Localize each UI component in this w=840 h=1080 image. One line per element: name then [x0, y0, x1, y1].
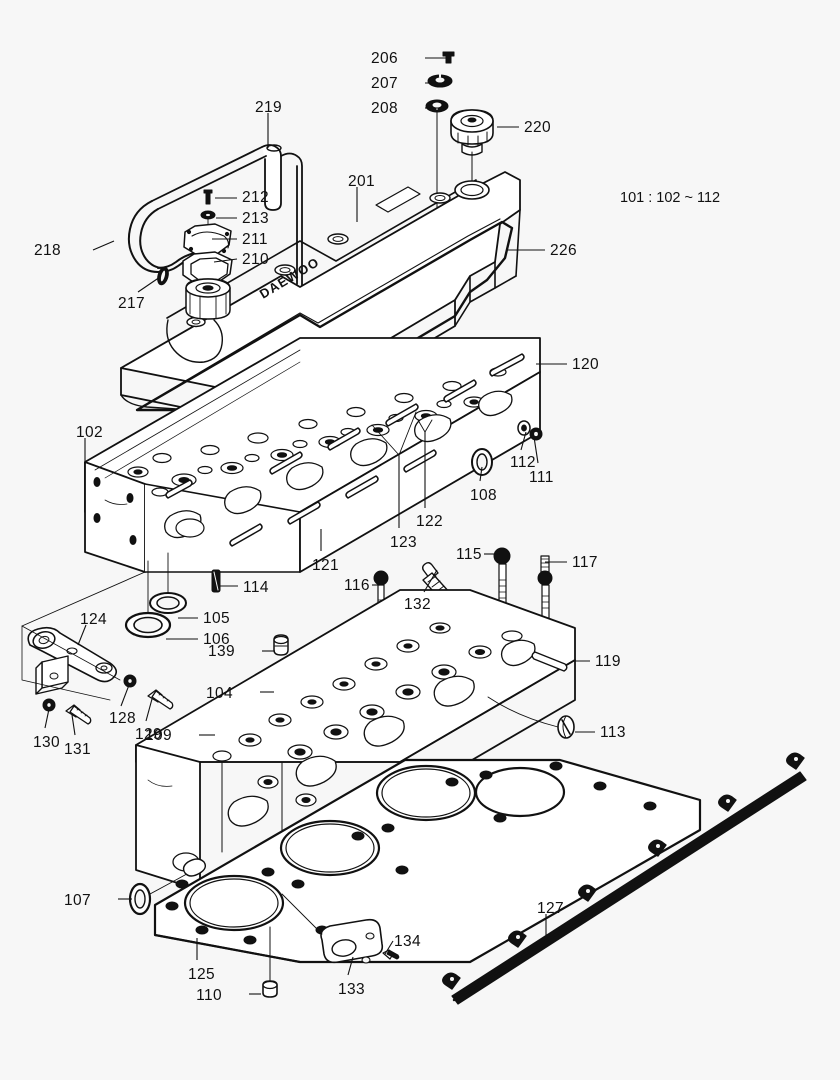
callout-120: 120: [572, 356, 600, 373]
callout-119: 119: [595, 653, 621, 670]
leader-111: [533, 436, 539, 464]
callout-110: 110: [196, 987, 222, 1004]
part-206-cap-nut: [442, 51, 455, 64]
callout-208: 208: [370, 100, 398, 117]
callout-115: 115: [456, 546, 482, 563]
callout-114: 114: [243, 579, 269, 596]
part-128-washer: [123, 674, 137, 688]
part-139-valve-stem-seal: [273, 634, 289, 656]
callout-210: 210: [242, 251, 270, 268]
part-113-plug-cap: [557, 715, 575, 739]
callout-207: 207: [370, 75, 398, 92]
callout-212: 212: [242, 189, 270, 206]
part-119-dowel-pin-long: [531, 651, 568, 672]
leader-217: [137, 276, 161, 293]
callout-105: 105: [203, 610, 231, 627]
part-112-washer: [517, 420, 531, 436]
callout-106: 106: [203, 631, 231, 648]
callout-132: 132: [404, 596, 432, 613]
leader-218: [92, 240, 115, 251]
part-114-dowel-pin: [211, 569, 221, 593]
callout-113: 113: [600, 724, 626, 741]
part-129-bolt: [147, 689, 174, 710]
part-133-thermostat-flange: [320, 918, 384, 964]
part-219-breather-tube: [151, 144, 303, 289]
part-208-seal-washer: [425, 99, 449, 113]
callout-112: 112: [510, 454, 536, 471]
callout-128: 128: [109, 710, 137, 727]
part-220-oil-filler-cap: [450, 109, 494, 191]
callout-219: 219: [255, 99, 283, 116]
callout-104: 104: [205, 685, 233, 702]
part-105-seal-ring: [149, 592, 187, 614]
leader-129: [145, 698, 153, 722]
part-131-bolt: [65, 704, 92, 725]
part-106-seal-ring: [124, 611, 172, 639]
part-217-hose-clamp: [157, 266, 169, 286]
callout-129: 129: [135, 726, 163, 743]
part-127-oil-spray-rail: [442, 752, 807, 1005]
callout-123: 123: [390, 534, 418, 551]
callout-133: 133: [338, 981, 366, 998]
leader-133: [347, 956, 354, 976]
callout-124: 124: [80, 611, 108, 628]
callout-213: 213: [242, 210, 270, 227]
callout-leader-lines: [44, 57, 595, 995]
part-111-washer: [529, 427, 543, 441]
part-125-cylinder-head-gasket: [153, 758, 702, 964]
callout-122: 122: [416, 513, 444, 530]
callout-220: 220: [524, 119, 552, 136]
leader-134: [384, 940, 394, 955]
assembly-note: 101 : 102 ~ 112: [620, 190, 721, 206]
part-213-washer: [200, 210, 216, 220]
callout-102: 102: [76, 424, 104, 441]
leader-124: [77, 624, 87, 646]
gasket-tab-detail: [182, 858, 207, 877]
part-110-plug: [262, 926, 278, 998]
leader-108: [479, 466, 483, 482]
part-117-stud-short: [537, 555, 553, 648]
callout-130: 130: [33, 734, 61, 751]
callout-121: 121: [312, 557, 340, 574]
part-107-o-ring: [128, 882, 152, 916]
callout-134: 134: [394, 933, 422, 950]
callout-139: 139: [207, 643, 235, 660]
callout-116: 116: [344, 577, 370, 594]
part-211-cover-plate: [183, 223, 232, 256]
part-124-lifting-bracket: [21, 625, 121, 701]
part-108-sealing-ring: [471, 448, 493, 476]
callout-226: 226: [550, 242, 578, 259]
callout-131: 131: [64, 741, 92, 758]
leader-128: [120, 684, 130, 707]
part-210-gasket: [182, 251, 233, 285]
studs-upper-head: [165, 353, 525, 547]
callout-201: 201: [348, 173, 376, 190]
leader-131: [71, 714, 76, 736]
leader-210: [213, 258, 238, 263]
callout-111: 111: [529, 469, 554, 486]
callout-108: 108: [470, 487, 498, 504]
callout-217: 217: [118, 295, 146, 312]
callout-125: 125: [188, 966, 216, 983]
callout-117: 117: [572, 554, 598, 571]
callout-107: 107: [63, 892, 91, 909]
leader-132: [423, 569, 438, 593]
callout-206: 206: [370, 50, 398, 67]
callout-127: 127: [537, 900, 565, 917]
callout-211: 211: [242, 231, 268, 248]
part-102-cylinder-head-upper: [21, 337, 541, 627]
part-207-washer: [427, 73, 453, 88]
part-212-bolt: [203, 189, 213, 205]
leader-130: [44, 708, 50, 729]
callout-218: 218: [33, 242, 61, 259]
callout-109: 109: [144, 727, 172, 744]
leader-112: [520, 431, 527, 451]
